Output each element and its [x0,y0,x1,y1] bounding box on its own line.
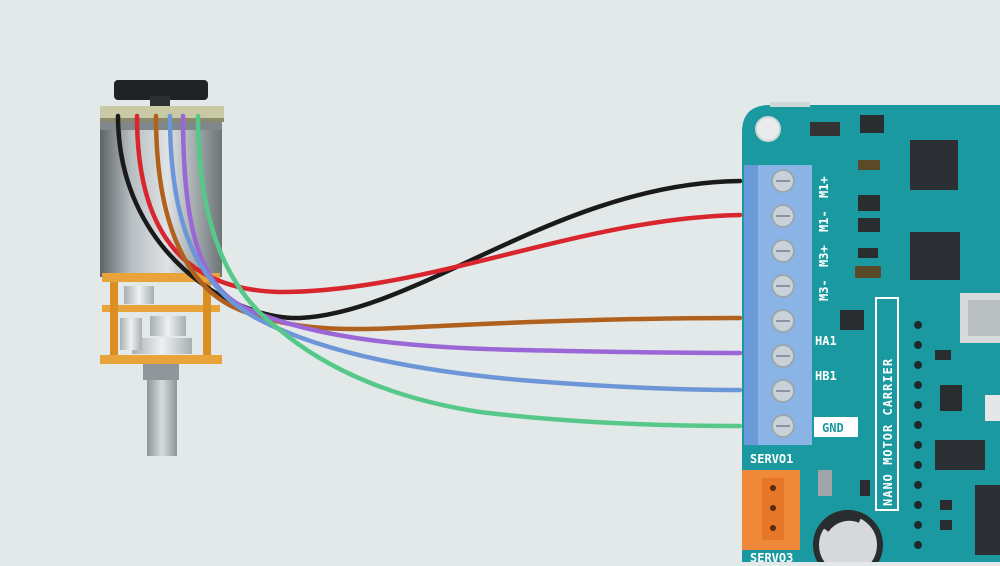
wire-blue [167,113,743,393]
wire-brown [153,113,743,332]
ic-chip [910,140,958,190]
label-gnd: GND [822,421,844,435]
label-m1-plus: M1+ [817,176,831,198]
gear-motor [100,80,224,456]
gearbox [100,273,222,364]
terminal-screws [771,169,795,438]
label-m3-plus: M3+ [817,245,831,267]
output-shaft [143,364,179,380]
wire-black [115,113,743,321]
label-ha1: HA1 [815,334,837,348]
encoder-pcb [100,106,224,120]
wire-green [195,113,743,429]
header-pins [914,321,922,549]
encoder-disc [114,80,208,100]
label-m1-minus: M1- [817,210,831,232]
label-m3-minus: M3- [817,279,831,301]
label-servo01: SERVO1 [750,452,793,466]
label-carrier: NANO MOTOR CARRIER [881,358,895,506]
wire-purple [180,113,743,356]
label-servo03: SERVO3 [750,551,793,562]
nano-motor-carrier-board: M1+ M1- M3+ M3- HA1 HB1 GND SERVO1 SERVO… [742,102,1000,566]
mounting-hole [755,116,781,142]
wires [115,113,743,429]
label-hb1: HB1 [815,369,837,383]
wire-red [134,113,743,295]
